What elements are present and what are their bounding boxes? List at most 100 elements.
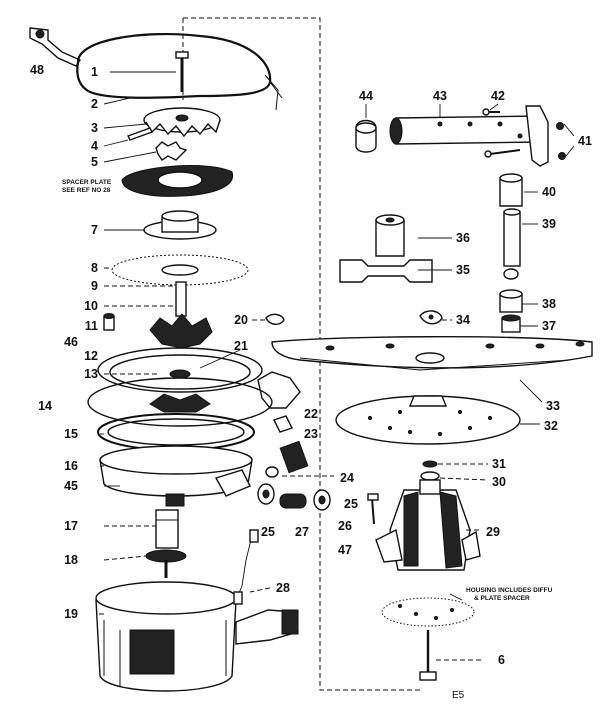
callout-6: 6 [498, 653, 505, 667]
ring-assembly-part-12-13 [97, 347, 263, 393]
callout-38: 38 [542, 297, 556, 311]
spacer-plate-note-line1: SPACER PLATE [62, 179, 112, 186]
callout-7: 7 [91, 223, 98, 237]
tube-part-39 [503, 208, 521, 280]
page-code: E5 [452, 690, 465, 701]
screw-part-1 [175, 51, 189, 92]
callout-30: 30 [492, 475, 506, 489]
callout-32: 32 [544, 419, 558, 433]
sleeve-part-40 [499, 173, 523, 207]
clip-part-22 [273, 415, 293, 433]
callout-35: 35 [456, 263, 470, 277]
callout-4: 4 [91, 139, 98, 153]
bracket-part-14 [87, 371, 301, 427]
housing-note-line1: HOUSING INCLUDES DIFFU [466, 587, 553, 594]
callout-15: 15 [64, 427, 78, 441]
clamp-part-25b [313, 489, 331, 511]
filter-disc-part-32 [335, 395, 521, 445]
callout-47: 47 [338, 543, 352, 557]
hose-part-27 [279, 493, 307, 509]
callout-13: 13 [84, 367, 98, 381]
callout-1: 1 [91, 65, 98, 79]
bracket-part-23 [279, 440, 309, 474]
callout-37: 37 [542, 319, 556, 333]
clip-part-34 [419, 310, 443, 325]
callout-31: 31 [492, 457, 506, 471]
spray-tube-part-43 [389, 105, 549, 167]
callout-41: 41 [578, 134, 592, 148]
coupler-part-17 [155, 509, 179, 549]
gasket-part-15 [97, 413, 255, 451]
coupling-part-38 [499, 289, 523, 313]
spacer-plate-note-line2: SEE REF NO 28 [62, 187, 111, 194]
bracket-part-48 [29, 27, 82, 67]
impeller-part [149, 313, 213, 349]
callout-45: 45 [64, 479, 78, 493]
callout-24: 24 [340, 471, 354, 485]
plate-part-35 [339, 259, 433, 283]
nut-part-37 [501, 314, 521, 333]
nut-part-11 [103, 313, 115, 331]
callout-3: 3 [91, 121, 98, 135]
callout-21: 21 [234, 339, 248, 353]
screw-part-26 [367, 493, 379, 525]
callout-25-left: 25 [261, 525, 275, 539]
wire-harness-part-28 [233, 529, 259, 605]
callout-14: 14 [38, 399, 52, 413]
callout-48: 48 [30, 63, 44, 77]
callout-27: 27 [295, 525, 309, 539]
clamp-part-24 [265, 466, 279, 478]
callout-9: 9 [91, 279, 98, 293]
spacer-plate-part [121, 165, 234, 197]
bushing-part-36 [375, 214, 405, 257]
callout-20: 20 [234, 313, 248, 327]
motor-part-19 [95, 581, 299, 692]
callout-5: 5 [91, 155, 98, 169]
callout-25-right: 25 [344, 497, 358, 511]
nuts-part-41 [556, 122, 566, 160]
pump-housing-part-16 [99, 445, 253, 507]
clamp-part-25a [257, 483, 275, 505]
leader-lines [96, 71, 575, 661]
star-washer-part-5 [155, 141, 188, 161]
callout-22: 22 [304, 407, 318, 421]
callout-42: 42 [491, 89, 505, 103]
screw-part-4 [127, 127, 153, 141]
seal-part-18 [145, 549, 187, 578]
bolt-part-6 [419, 630, 437, 681]
cap-part-44 [355, 119, 377, 153]
callout-8: 8 [91, 261, 98, 275]
shaft-part-10 [175, 281, 187, 317]
callout-46: 46 [64, 335, 78, 349]
callout-23: 23 [304, 427, 318, 441]
washer-part-31 [420, 460, 440, 481]
callout-36: 36 [456, 231, 470, 245]
disc-part-8 [111, 254, 249, 286]
heater-element-part-2 [76, 33, 283, 111]
callout-16: 16 [64, 459, 78, 473]
spray-arm-part-33 [271, 336, 593, 371]
screw-lower-43 [484, 149, 521, 158]
callout-19: 19 [64, 607, 78, 621]
hub-part-7 [143, 210, 217, 240]
clip-part-20 [265, 313, 285, 325]
callout-43: 43 [433, 89, 447, 103]
diffuser-part [381, 597, 475, 627]
callout-10: 10 [84, 299, 98, 313]
callout-34: 34 [456, 313, 470, 327]
callout-labels: 1 2 3 4 5 6 7 8 9 10 11 12 13 14 15 16 1… [30, 63, 592, 667]
callout-28: 28 [276, 581, 290, 595]
callout-11: 11 [85, 319, 98, 333]
callout-12: 12 [84, 349, 98, 363]
callout-29: 29 [486, 525, 500, 539]
pump-housing-part-29 [375, 479, 481, 571]
callout-26: 26 [338, 519, 352, 533]
callout-44: 44 [359, 89, 373, 103]
callout-18: 18 [64, 553, 78, 567]
cap-part-3 [143, 107, 221, 138]
callout-2: 2 [91, 97, 98, 111]
callout-39: 39 [542, 217, 556, 231]
callout-40: 40 [542, 185, 556, 199]
